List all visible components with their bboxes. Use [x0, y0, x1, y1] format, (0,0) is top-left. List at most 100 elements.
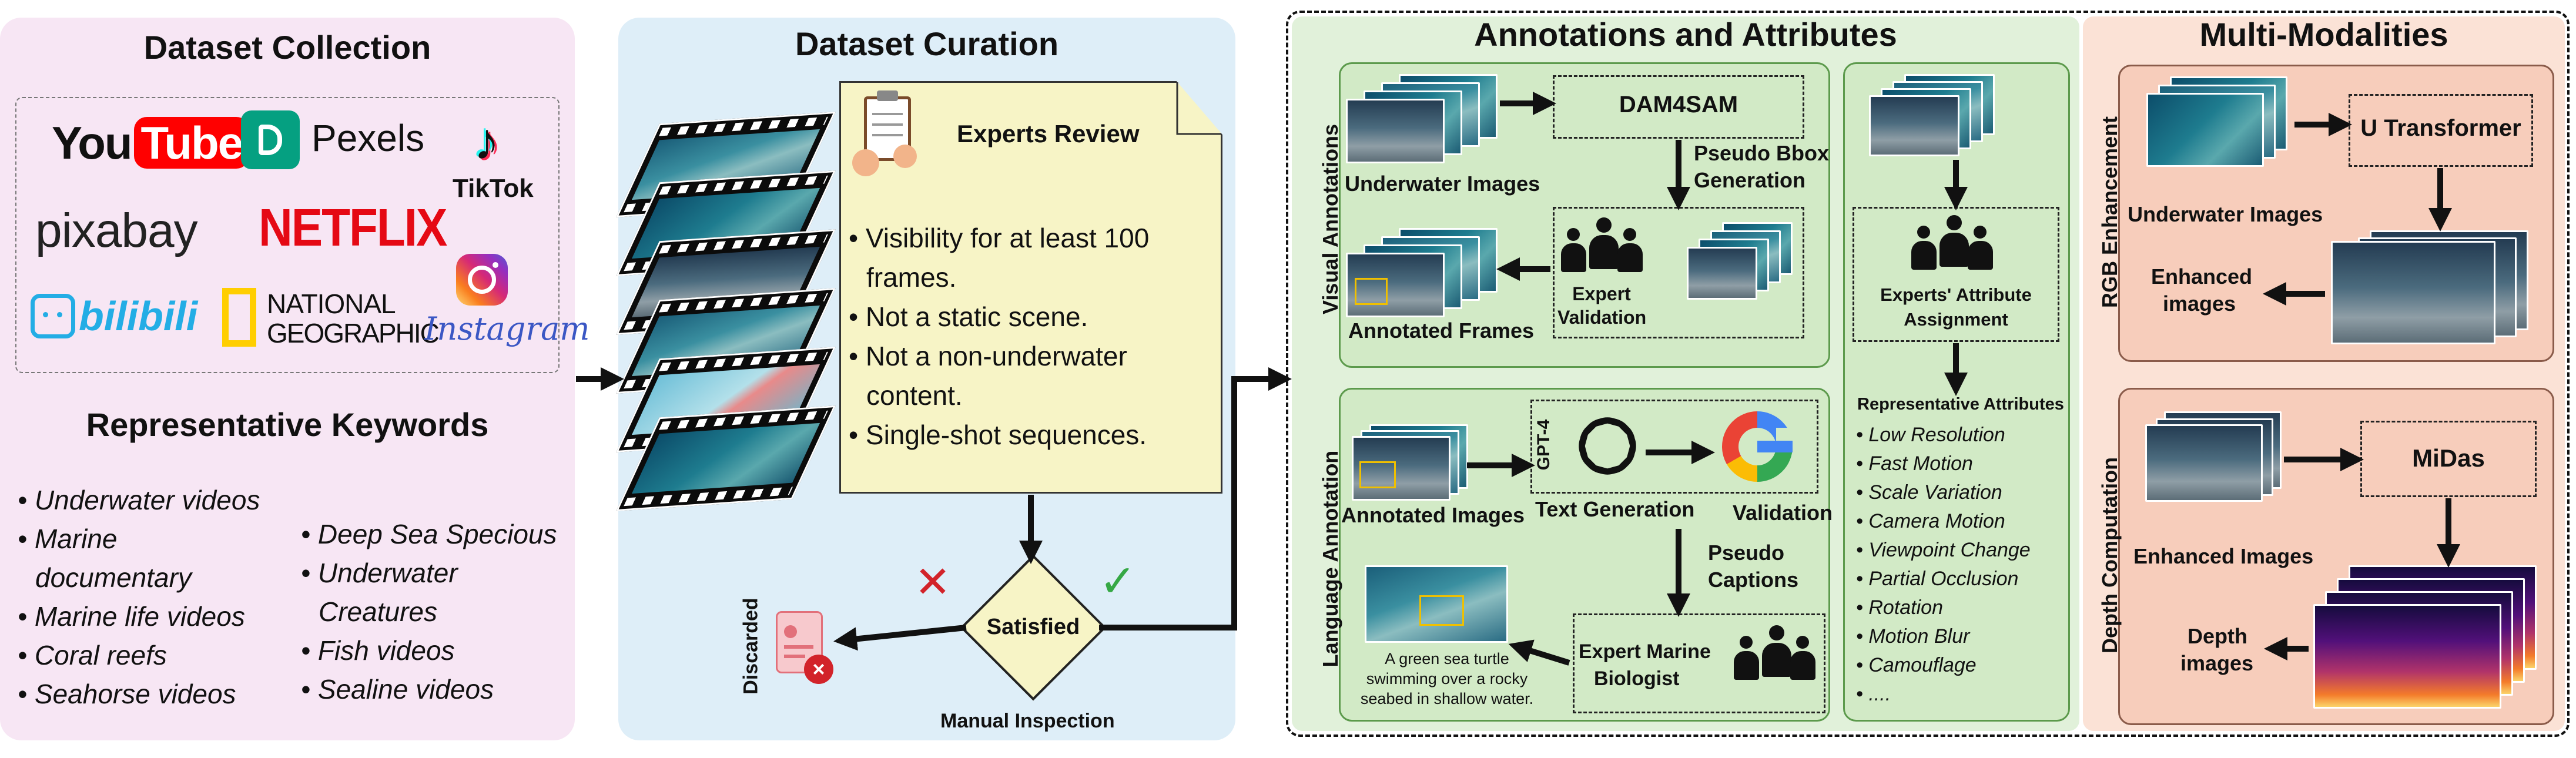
person-body-icon	[1939, 233, 1969, 267]
keywords-left-list: • Underwater videos • Marine documentary • …	[18, 481, 260, 713]
kwRight-item: • Deep Sea Specious	[301, 519, 557, 549]
person-body-icon	[1589, 235, 1619, 269]
clipboard-icon	[852, 90, 929, 179]
expert-marine-line1: Expert Marine	[1579, 640, 1711, 663]
attr-assignment-line2: Assignment	[1904, 309, 2008, 330]
underwater-image-stack	[1346, 99, 1445, 163]
attrList-item: • Camouflage	[1856, 654, 1977, 676]
kwLeft-item: • Marine life videos	[18, 601, 245, 632]
kwLeft-item: • Underwater videos	[18, 485, 260, 515]
accept-check-icon: ✓	[1099, 556, 1137, 606]
enhanced-images-line2: images	[2163, 291, 2236, 316]
attrList-item: • Rotation	[1856, 596, 1943, 619]
person-head-icon	[1596, 217, 1612, 233]
discarded-document-icon: ×	[776, 611, 835, 684]
criteria-item: • Not a non-underwater	[849, 341, 1127, 371]
depth-images-stack	[2313, 604, 2501, 709]
tiktok-logo-text: TikTok	[453, 174, 534, 203]
depth-images-line1: Depth	[2188, 624, 2247, 648]
kwLeft-item: • Coral reefs	[18, 640, 167, 670]
review-criteria-list: • Visibility for at least 100 frames. • No…	[849, 219, 1149, 455]
u-transformer-label: U Transformer	[2360, 115, 2521, 141]
discarded-label: Discarded	[739, 598, 762, 695]
source-logos-box	[15, 97, 560, 373]
attrList-item: • Partial Occlusion	[1856, 568, 2019, 590]
enhanced-images-full-label: Enhanced Images	[2133, 544, 2314, 568]
caption-example-image	[1365, 565, 1508, 643]
pexels-logo-text: Pexels	[311, 117, 425, 159]
attr-assignment-line1: Experts' Attribute	[1880, 284, 2032, 305]
gpt4-label: GPT-4	[1534, 419, 1553, 471]
annotated-images-label: Annotated Images	[1341, 503, 1525, 527]
depth-images-line2: images	[2180, 651, 2254, 675]
natgeo-frame-icon	[222, 288, 256, 347]
attrList-item: • Motion Blur	[1856, 625, 1970, 648]
expert-group-icon-1	[1561, 217, 1649, 276]
instagram-icon	[456, 254, 508, 306]
manual-inspection-caption: Manual Inspection	[940, 710, 1115, 732]
criteria-item: frames.	[866, 262, 957, 293]
person-head-icon	[1974, 226, 1987, 239]
person-head-icon	[1917, 226, 1931, 239]
expert-group-icon-2	[1734, 625, 1822, 684]
capEx-item: swimming over a rocky	[1366, 670, 1528, 687]
expert-group-icon-3	[1911, 215, 1999, 274]
reject-x-icon: ✕	[915, 558, 952, 606]
video-frames-stack	[616, 100, 836, 511]
attribute-source-frames	[1869, 95, 1959, 156]
attrList-item: • Fast Motion	[1856, 452, 1973, 475]
midas-label: MiDas	[2412, 444, 2485, 472]
person-body-icon	[1561, 243, 1586, 272]
person-body-icon	[1911, 240, 1937, 270]
person-head-icon	[1769, 625, 1784, 640]
dam4sam-label: DAM4SAM	[1619, 92, 1738, 118]
person-head-icon	[1567, 228, 1580, 242]
person-head-icon	[1947, 215, 1962, 230]
midas-box	[2360, 421, 2537, 497]
visual-underwater-images-label: Underwater Images	[1345, 172, 1540, 196]
netflix-logo: NETFLIX	[259, 198, 447, 257]
capEx-item: seabed in shallow water.	[1360, 690, 1534, 707]
attributes-list: • Low Resolution• Fast Motion• Scale Var…	[1856, 421, 2031, 709]
person-body-icon	[1790, 650, 1815, 680]
annotated-images-stack	[1352, 436, 1451, 501]
kwRight-item: • Underwater	[301, 558, 458, 588]
person-head-icon	[1740, 636, 1753, 649]
pseudo-captions-line2: Captions	[1708, 568, 1799, 592]
collection-title: Dataset Collection	[143, 29, 431, 66]
depth-computation-label: Depth Computation	[2098, 457, 2122, 653]
google-logo-icon	[1722, 411, 1793, 482]
youtube-logo-tube: Tube	[133, 117, 250, 169]
expert-validation-line1: Expert	[1572, 283, 1631, 304]
natgeo-logo-line2: GEOGRAPHIC	[267, 318, 440, 348]
kwLeft-item: • Seahorse videos	[18, 679, 236, 709]
annotated-frames-label: Annotated Frames	[1348, 318, 1535, 343]
rgb-underwater-images-label: Underwater Images	[2128, 202, 2323, 226]
pseudo-captions-line1: Pseudo	[1708, 541, 1785, 565]
kwLeft-item: • Marine	[18, 524, 118, 554]
kwLeft-item: documentary	[35, 562, 192, 593]
validation-label: Validation	[1733, 501, 1833, 525]
experts-review-title: Experts Review	[957, 120, 1140, 147]
pexels-icon	[241, 110, 300, 169]
annotations-title: Annotations and Attributes	[1474, 16, 1897, 53]
language-annotation-label: Language Annotation	[1318, 450, 1342, 668]
pixabay-logo: pixabay	[35, 204, 198, 257]
kwRight-item: Creatures	[319, 596, 437, 627]
person-body-icon	[1762, 643, 1791, 677]
criteria-item: • Visibility for at least 100	[849, 223, 1150, 253]
openai-logo-icon	[1570, 408, 1645, 484]
validation-frames-stack	[1687, 247, 1757, 300]
enhanced-images-line1: Enhanced	[2151, 264, 2253, 289]
multimodal-title: Multi-Modalities	[2199, 16, 2448, 53]
expert-validation-line2: Validation	[1557, 307, 1647, 328]
person-body-icon	[1617, 243, 1643, 272]
attrList-item: • ....	[1856, 683, 1891, 705]
pseudo-bbox-line1: Pseudo Bbox	[1694, 141, 1830, 165]
bilibili-logo-text: bilibili	[79, 293, 198, 339]
rgb-enhancement-label: RGB Enhancement	[2098, 116, 2122, 308]
person-body-icon	[1734, 650, 1759, 680]
